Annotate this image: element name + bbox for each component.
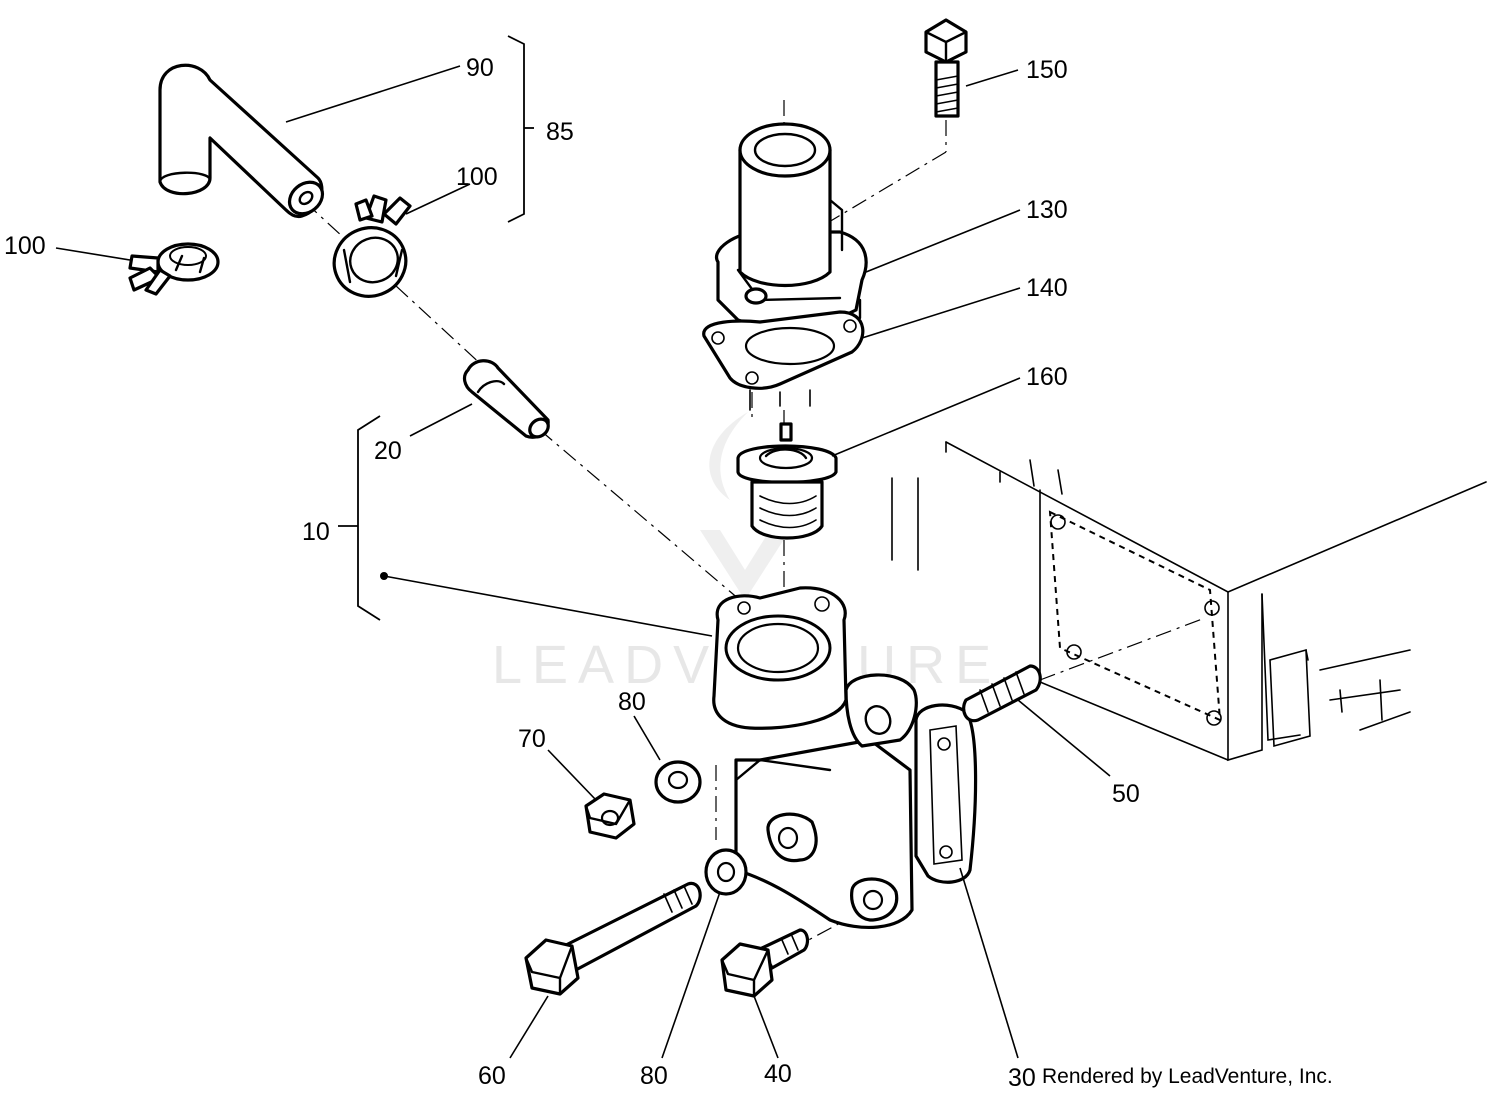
thermostat-cover-part-130 bbox=[714, 122, 868, 329]
gasket-part-140 bbox=[702, 310, 865, 411]
stud-part-50 bbox=[962, 664, 1042, 723]
callout-40: 40 bbox=[764, 1060, 792, 1088]
callout-60: 60 bbox=[478, 1062, 506, 1090]
callout-50: 50 bbox=[1112, 780, 1140, 808]
pipe-part-20 bbox=[462, 359, 550, 439]
leader-lines bbox=[55, 65, 1111, 1059]
hose-clamp-part-100-right bbox=[332, 194, 412, 298]
callout-140: 140 bbox=[1026, 274, 1068, 302]
callout-130: 130 bbox=[1026, 196, 1068, 224]
nut-part-70 bbox=[584, 792, 636, 840]
rendered-by-credit: Rendered by LeadVenture, Inc. bbox=[1042, 1065, 1333, 1088]
callout-20: 20 bbox=[374, 437, 402, 465]
callout-labels: 90 85 100 100 150 130 140 160 20 10 50 7… bbox=[4, 54, 1140, 1092]
bolt-part-150 bbox=[924, 18, 968, 118]
callout-10: 10 bbox=[302, 518, 330, 546]
callout-100-right: 100 bbox=[456, 163, 498, 191]
hose-clamp-part-100-left bbox=[128, 242, 220, 296]
washer-part-80-upper bbox=[654, 760, 702, 804]
callout-70: 70 bbox=[518, 725, 546, 753]
hose-part-90 bbox=[158, 63, 325, 219]
engine-block bbox=[891, 441, 1487, 762]
bolt-part-40 bbox=[720, 928, 810, 998]
callout-100-left: 100 bbox=[4, 232, 46, 260]
callout-160: 160 bbox=[1026, 363, 1068, 391]
callout-80-lower: 80 bbox=[640, 1062, 668, 1090]
callout-30: 30 bbox=[1008, 1064, 1036, 1092]
washer-part-80-lower bbox=[704, 848, 748, 896]
gasket-part-30 bbox=[914, 703, 978, 884]
bolt-part-60 bbox=[524, 881, 702, 996]
callout-150: 150 bbox=[1026, 56, 1068, 84]
callout-85: 85 bbox=[546, 118, 574, 146]
thermostat-part-160 bbox=[736, 422, 838, 540]
callout-90: 90 bbox=[466, 54, 494, 82]
water-flange-part-10 bbox=[712, 586, 918, 930]
callout-80-upper: 80 bbox=[618, 688, 646, 716]
group-brackets bbox=[338, 35, 534, 621]
